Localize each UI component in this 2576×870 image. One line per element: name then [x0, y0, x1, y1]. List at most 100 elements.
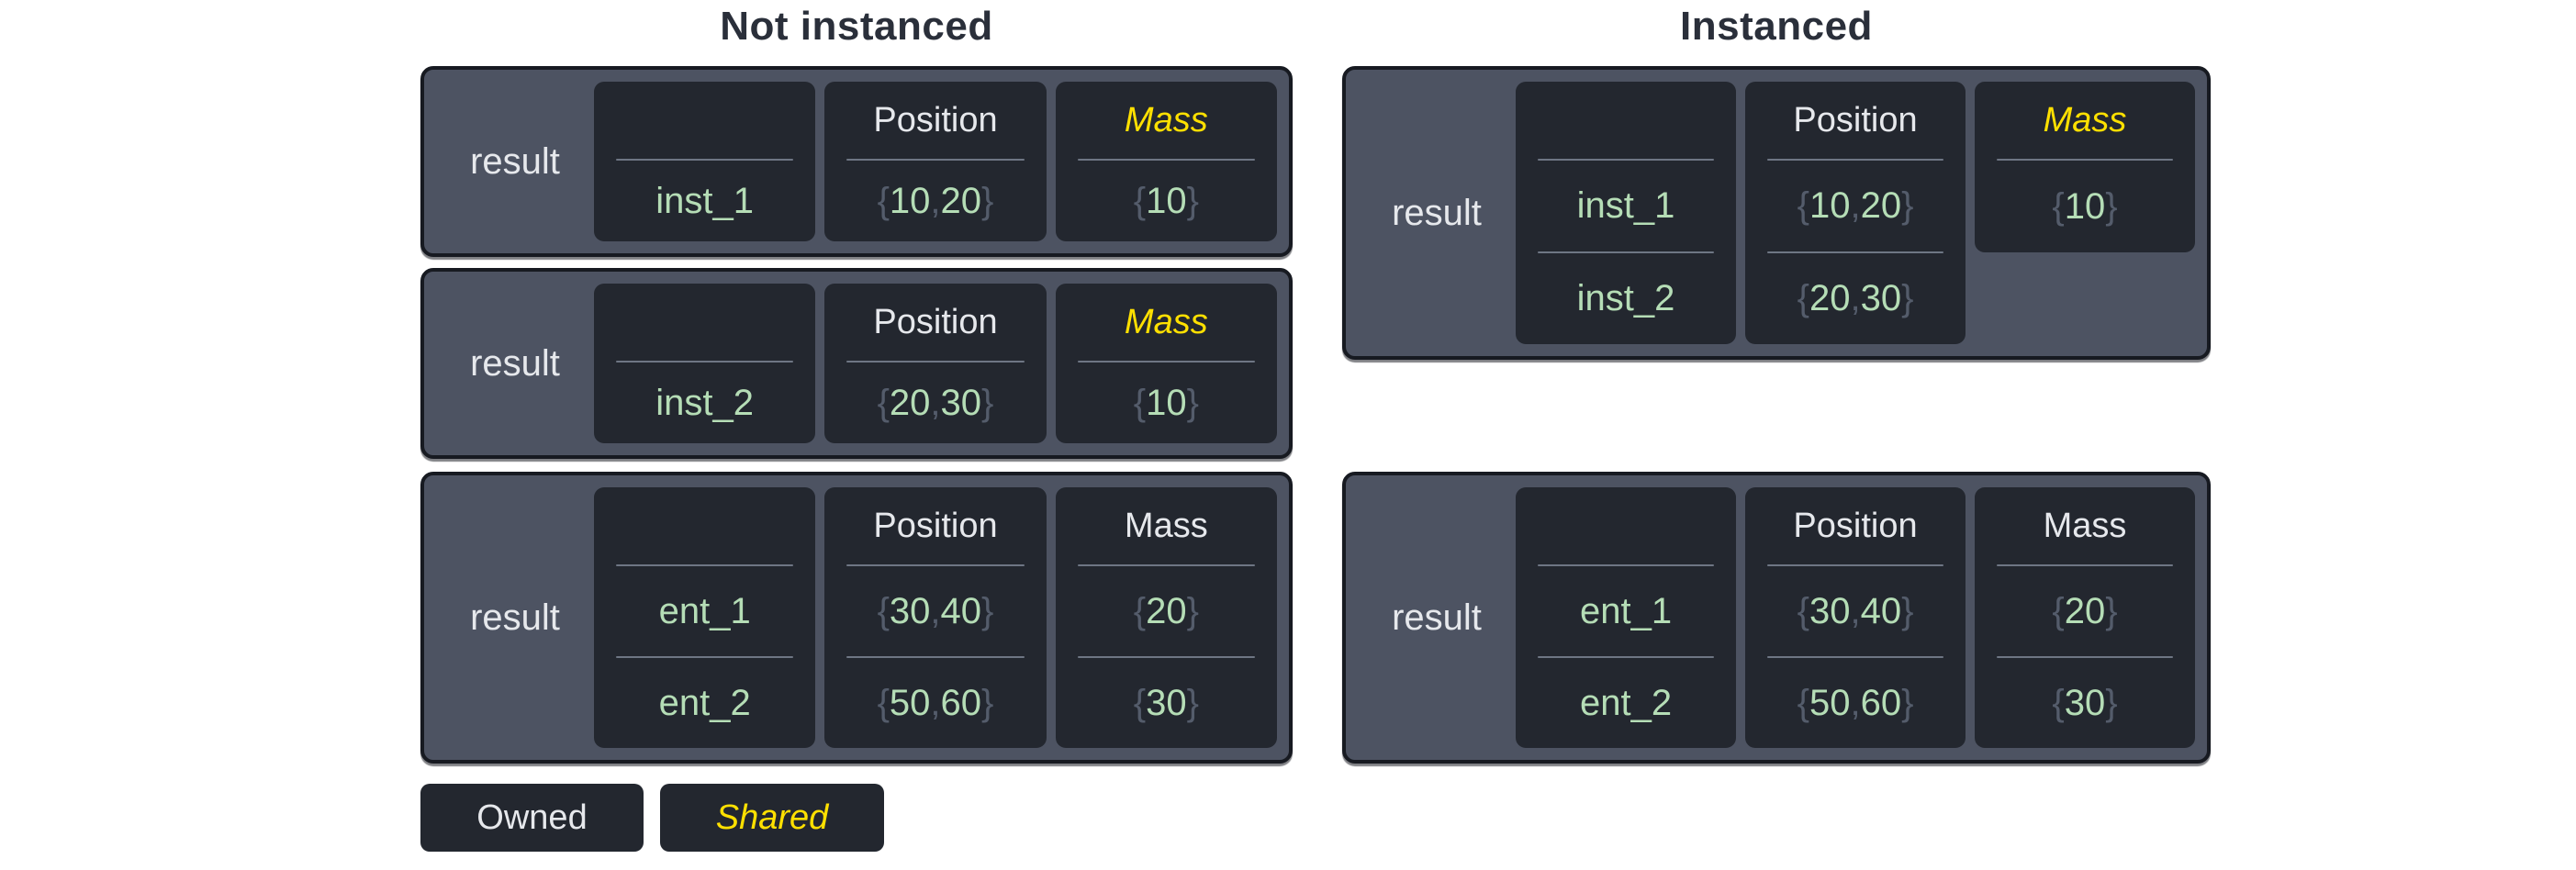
column-header [1516, 82, 1736, 159]
column-position: Position {10, 20} {20, 30} [1745, 82, 1966, 344]
cell-value: {20} [2052, 590, 2118, 631]
value-punctuation: { [2052, 590, 2065, 631]
value-punctuation: { [2052, 682, 2065, 723]
cell-value: ent_1 [658, 590, 751, 631]
column-header [594, 284, 815, 361]
column-entity-names: inst_2 [594, 284, 816, 443]
column-header: Mass [2043, 100, 2127, 139]
cell-value: {30} [2052, 682, 2118, 723]
row-divider [1997, 564, 2173, 566]
cell-value: {50, 60} [1797, 682, 1914, 723]
column-mass: Mass {20} {30} [1055, 487, 1277, 748]
cell-value: {10, 20} [877, 180, 994, 221]
value-punctuation: } [1901, 278, 1914, 318]
section-title-not-instanced: Not instanced [720, 4, 993, 49]
value-punctuation: { [877, 590, 890, 631]
value-punctuation: } [981, 682, 994, 723]
value-punctuation: { [1797, 185, 1809, 226]
column-mass: Mass {10} [1975, 82, 2195, 252]
legend-owned: Owned [420, 784, 644, 852]
column-position: Position{30, 40}{50, 60} [824, 487, 1047, 748]
value-punctuation: } [1901, 590, 1914, 631]
row-divider [1538, 251, 1714, 253]
cell-value: {30, 40} [1797, 590, 1914, 631]
cell-value: ent_2 [658, 682, 751, 723]
row-divider [1767, 656, 1943, 658]
row-divider [1767, 251, 1943, 253]
table-row-label: result [470, 140, 560, 182]
value-punctuation: { [2052, 185, 2065, 227]
value-punctuation: , [930, 382, 941, 423]
cell-value: inst_2 [655, 382, 755, 423]
row-divider [616, 159, 794, 161]
cell-value: {30} [1133, 682, 1199, 723]
section-title-instanced: Instanced [1680, 4, 1873, 49]
value-punctuation: { [877, 382, 890, 423]
row-divider [1767, 159, 1943, 161]
column-header: Mass [1124, 100, 1208, 139]
row-divider [616, 656, 794, 658]
table-row-label: result [1392, 597, 1482, 638]
column-header [594, 82, 815, 159]
cell-value: {20} [1133, 590, 1199, 631]
value-punctuation: } [2105, 682, 2118, 723]
value-punctuation: , [930, 590, 941, 631]
value-punctuation: { [1133, 382, 1147, 423]
table-row-label: result [470, 597, 560, 638]
row-divider [846, 564, 1025, 566]
value-punctuation: { [877, 180, 890, 221]
cell-value: {50, 60} [877, 682, 994, 723]
cell-value: inst_2 [1576, 278, 1675, 318]
row-divider [616, 361, 794, 362]
row-divider [1997, 656, 2173, 658]
row-divider [1997, 159, 2173, 161]
row-divider [846, 361, 1025, 362]
column-mass: Mass{10} [1055, 82, 1277, 241]
cell-value: {10} [2052, 185, 2118, 227]
column-header: Position [873, 506, 998, 545]
cell-value: ent_2 [1579, 682, 1673, 723]
row-divider [1077, 656, 1255, 658]
cell-value: {10, 20} [1797, 185, 1914, 226]
column-entity-names: inst_1 inst_2 [1516, 82, 1736, 344]
column-mass: Mass {10} [1055, 284, 1277, 443]
table-row-label: result [1392, 192, 1482, 233]
column-header: Mass [1124, 302, 1208, 341]
value-punctuation: , [1850, 185, 1861, 226]
column-position: Position{30, 40}{50, 60} [1745, 487, 1966, 748]
table-instanced-instances: result inst_1 inst_2 Position {10, 20} {20, 3… [1342, 66, 2211, 360]
row-divider [1538, 159, 1714, 161]
column-mass: Mass {20} {30} [1975, 487, 2195, 748]
row-divider [1077, 159, 1255, 161]
value-punctuation: } [2105, 185, 2118, 227]
value-punctuation: { [1133, 590, 1147, 631]
value-punctuation: , [930, 180, 941, 221]
column-header: Mass [1124, 506, 1208, 545]
value-punctuation: , [1850, 682, 1861, 723]
row-divider [846, 656, 1025, 658]
column-header: Mass [2043, 506, 2127, 545]
row-divider [616, 564, 794, 566]
cell-value: inst_1 [1576, 185, 1675, 226]
column-header [594, 487, 815, 564]
cell-value: {20, 30} [877, 382, 994, 423]
row-divider [846, 159, 1025, 161]
column-entity-names: ent_1 ent_2 [594, 487, 816, 748]
value-punctuation: } [981, 382, 994, 423]
legend-shared-label: Shared [715, 798, 829, 837]
value-punctuation: , [1850, 278, 1861, 318]
cell-value: {20, 30} [1797, 278, 1914, 318]
column-header: Position [1793, 100, 1918, 139]
cell-value: {10} [1133, 382, 1199, 423]
value-punctuation: { [1797, 682, 1809, 723]
row-divider [1538, 656, 1714, 658]
